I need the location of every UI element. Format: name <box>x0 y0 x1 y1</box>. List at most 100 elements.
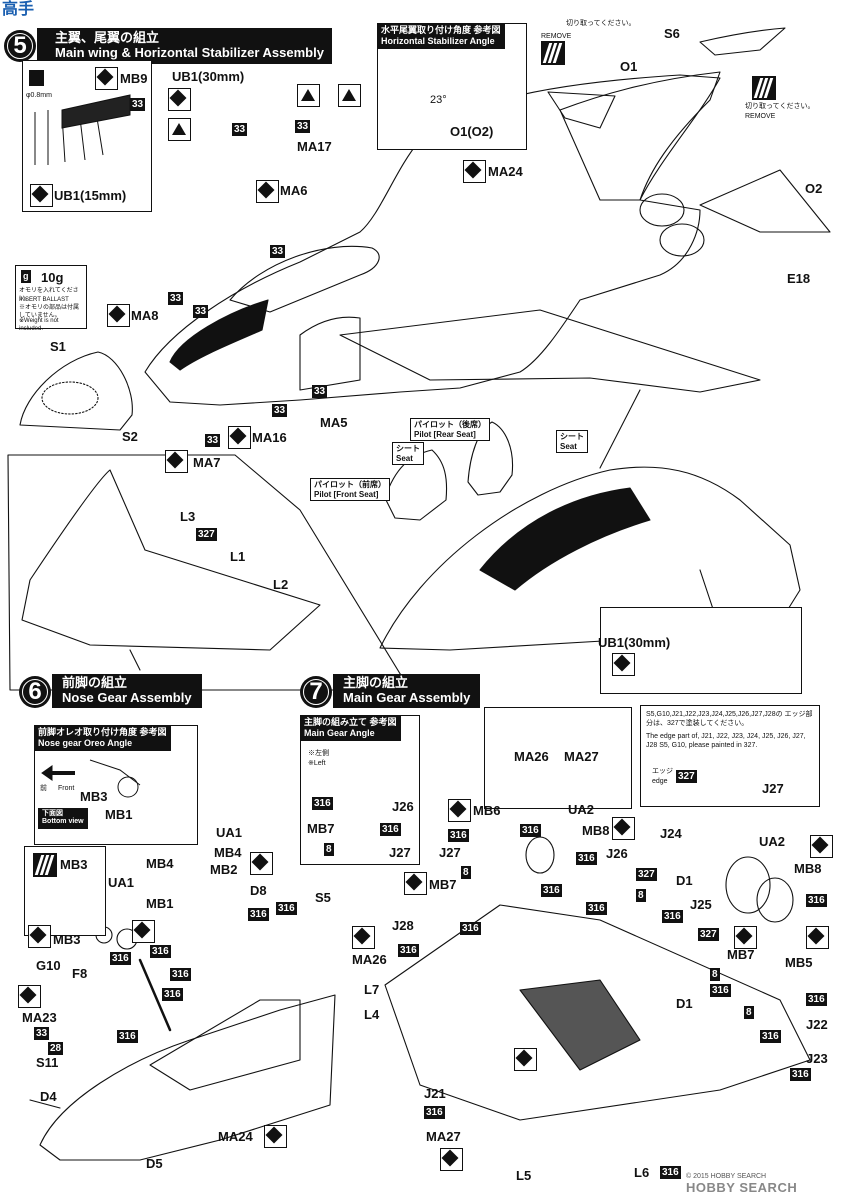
part-MB5: MB5 <box>785 955 813 970</box>
part-J27-edge: J27 <box>762 781 784 796</box>
part-G10: G10 <box>36 958 61 973</box>
paint-33: 33 <box>34 1027 50 1040</box>
part-F8: F8 <box>72 966 88 981</box>
part-MB8-right: MB8 <box>794 861 822 876</box>
paint-316: 316 <box>248 908 269 921</box>
paint-316: 316 <box>398 944 419 957</box>
paint-316: 316 <box>448 829 469 842</box>
part-MA23: MA23 <box>22 1010 57 1025</box>
part-UA1-top: UA1 <box>216 825 243 840</box>
step-5-number: 5 <box>4 30 36 62</box>
paint-316: 316 <box>662 910 683 923</box>
part-diamond <box>440 1148 463 1171</box>
paint-8: 8 <box>324 843 334 856</box>
stab-o1 <box>547 91 616 129</box>
paint-33: 33 <box>193 305 209 318</box>
part-diamond <box>28 925 51 948</box>
step-5-title-jp: 主翼、尾翼の組立 <box>55 30 160 45</box>
part-UB1-15: UB1(15mm) <box>54 188 127 203</box>
part-diamond <box>514 1048 537 1071</box>
part-diamond <box>95 67 118 90</box>
part-J28: J28 <box>392 918 414 933</box>
part-diamond <box>463 160 486 183</box>
pilot-rear <box>467 421 514 496</box>
part-triangle <box>338 84 361 107</box>
paint-316: 316 <box>790 1068 811 1081</box>
part-MA27-main: MA27 <box>426 1129 461 1144</box>
paint-316: 316 <box>117 1030 138 1043</box>
part-E18: E18 <box>787 271 811 286</box>
part-diamond <box>165 450 188 473</box>
part-L2: L2 <box>273 577 289 592</box>
part-diamond <box>806 926 829 949</box>
part-L1: L1 <box>230 549 246 564</box>
paint-316: 316 <box>806 993 827 1006</box>
part-L5: L5 <box>516 1168 532 1183</box>
part-diamond <box>132 920 155 943</box>
step-7-title-en: Main Gear Assembly <box>343 689 471 705</box>
part-O2: O2 <box>805 181 823 196</box>
drill-icon <box>29 70 44 86</box>
step-6-header: 前脚の組立 Nose Gear Assembly <box>52 674 202 708</box>
part-L6: L6 <box>634 1165 650 1180</box>
paint-316: 316 <box>170 968 191 981</box>
stab-angle-value: 23° <box>430 94 447 106</box>
wheel-ua2-left <box>525 836 555 874</box>
part-J27-angle: J27 <box>389 845 411 860</box>
paint-316: 316 <box>312 797 333 810</box>
part-UA2: UA2 <box>568 802 595 817</box>
part-J23: J23 <box>806 1051 828 1066</box>
front-jp: 前 <box>40 785 47 792</box>
part-MA24-nose: MA24 <box>218 1129 253 1144</box>
part-MB3-detail: MB3 <box>60 857 88 872</box>
corner-logo: 高手 <box>2 1 35 18</box>
step-6-title-en: Nose Gear Assembly <box>62 689 192 705</box>
stab-o2 <box>699 169 831 233</box>
watermark-copyright: © 2015 HOBBY SEARCH <box>686 1173 767 1180</box>
part-diamond <box>18 985 41 1008</box>
ballast-box <box>15 265 87 329</box>
part-MA5: MA5 <box>320 415 348 430</box>
paint-33: 33 <box>312 385 328 398</box>
remove-note-jp-2: 切り取ってください。 <box>745 103 815 110</box>
part-diamond <box>810 835 833 858</box>
step-7-title-jp: 主脚の組立 <box>343 675 409 690</box>
step-5-header: 主翼、尾翼の組立 Main wing & Horizontal Stabiliz… <box>37 28 332 64</box>
step-6-title-jp: 前脚の組立 <box>62 675 128 690</box>
paint-33: 33 <box>130 98 146 111</box>
nose-fuselage <box>39 994 336 1161</box>
part-MA16: MA16 <box>252 430 287 445</box>
paint-33: 33 <box>295 120 311 133</box>
part-MB7-angle: MB7 <box>307 821 335 836</box>
watermark-site: HOBBY SEARCH <box>686 1180 798 1195</box>
part-L4: L4 <box>364 1007 380 1022</box>
part-MA26: MA26 <box>514 749 549 764</box>
mb3-detail-box <box>24 846 106 936</box>
pilot-rear-label: パイロット（後席）Pilot [Rear Seat] <box>410 418 490 442</box>
paint-316: 316 <box>162 988 183 1001</box>
paint-327: 327 <box>636 868 657 881</box>
fuselage-outline <box>144 74 721 406</box>
part-D4: D4 <box>40 1089 57 1104</box>
paint-316: 316 <box>541 884 562 897</box>
ballast-note-jp: ※オモリの部品は付属していません。 <box>19 305 80 319</box>
part-diamond <box>107 304 130 327</box>
part-D8: D8 <box>250 883 267 898</box>
part-MA8: MA8 <box>131 308 159 323</box>
pilot-front-label: パイロット（前席）Pilot [Front Seat] <box>310 478 390 502</box>
paint-327: 327 <box>196 528 217 541</box>
paint-33: 33 <box>272 404 288 417</box>
ballast-en: INSERT BALLAST <box>19 297 69 303</box>
paint-28: 28 <box>48 1042 64 1055</box>
intake <box>299 316 361 391</box>
step-7-header: 主脚の組立 Main Gear Assembly <box>333 674 481 708</box>
part-MB2: MB2 <box>210 862 238 877</box>
canopy <box>229 245 380 313</box>
ub1-detail-box <box>600 607 802 694</box>
